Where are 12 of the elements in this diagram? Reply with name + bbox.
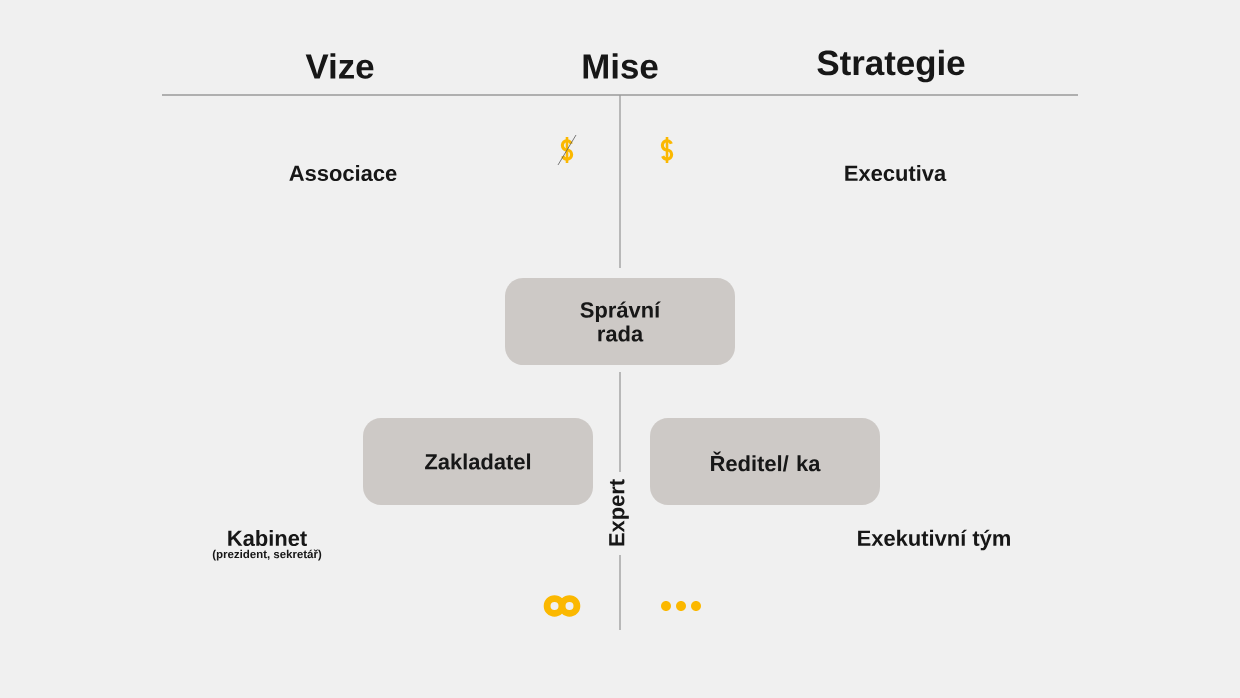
text-label: Executiva <box>845 164 947 182</box>
text-label: Exekutivní tým <box>858 529 1010 551</box>
column-heading: Strategie <box>817 49 965 83</box>
rounded-box: Zakladatel <box>363 418 593 505</box>
text-label: Associace <box>289 164 397 182</box>
rotated-label: Expert <box>609 479 629 546</box>
note: (prezident, sekretář) <box>212 549 322 561</box>
text-label: Kabinet <box>228 529 307 547</box>
rounded-box: Ředitel/ ka <box>650 418 880 505</box>
column-heading: Vize <box>305 53 374 79</box>
column-heading: Mise <box>583 53 658 79</box>
rounded-box: Správní rada <box>505 278 735 365</box>
